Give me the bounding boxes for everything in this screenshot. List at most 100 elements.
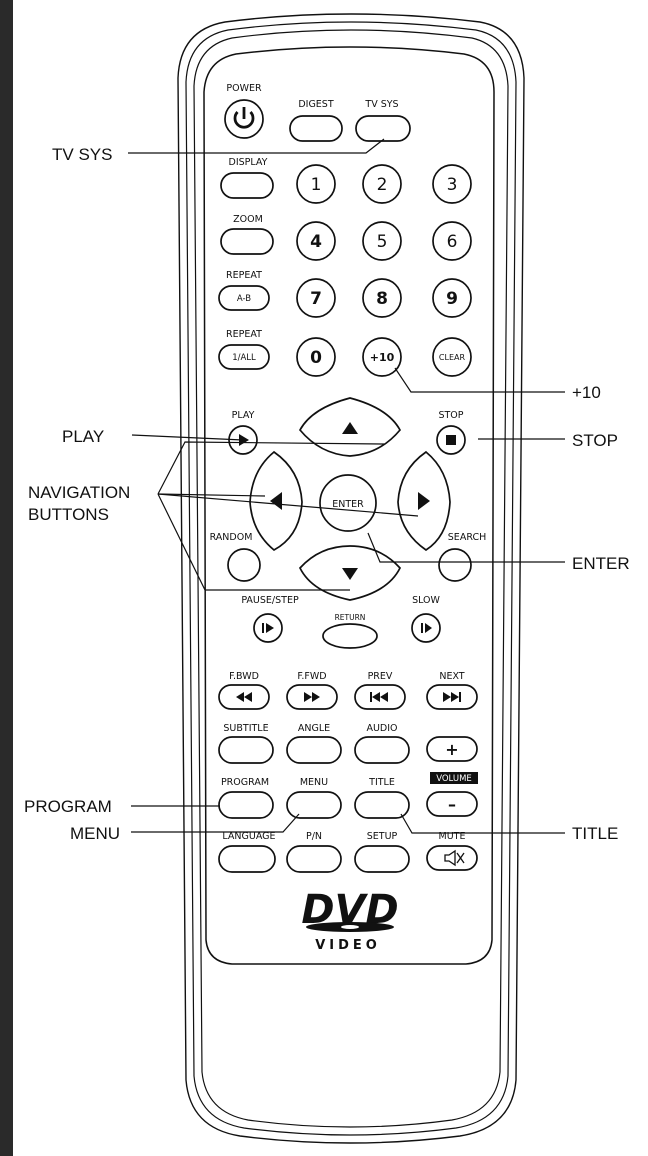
menu-label: MENU: [300, 777, 328, 788]
audio-label: AUDIO: [366, 723, 397, 734]
callout-navigation-line2: BUTTONS: [28, 505, 109, 524]
callout-enter: ENTER: [572, 554, 630, 573]
repeat-ab-button-text: A-B: [237, 294, 251, 304]
angle-label: ANGLE: [298, 723, 330, 734]
enter-label: ENTER: [332, 499, 364, 510]
callout-title: TITLE: [572, 824, 618, 843]
slow-label: SLOW: [412, 595, 440, 606]
prev-label: PREV: [368, 671, 393, 682]
return-button[interactable]: [322, 623, 378, 649]
mute-speaker-icon: [444, 849, 465, 867]
digest-button[interactable]: [289, 115, 343, 142]
callout-play: PLAY: [62, 427, 104, 446]
fbwd-label: F.BWD: [229, 671, 259, 682]
setup-button[interactable]: [354, 845, 410, 873]
title-label: TITLE: [368, 777, 395, 788]
zoom-button[interactable]: [220, 228, 274, 255]
number-8-button[interactable]: [362, 278, 402, 318]
number-2-button[interactable]: [362, 164, 402, 204]
power-label: POWER: [226, 83, 262, 94]
display-button[interactable]: [220, 172, 274, 199]
callout-tvsys: TV SYS: [52, 145, 112, 164]
tvsys-label: TV SYS: [364, 99, 398, 110]
volume-plus-symbol: +: [445, 740, 458, 759]
callout-navigation-line1: NAVIGATION: [28, 483, 130, 502]
arrow-up-icon: [342, 422, 358, 434]
number-9-button[interactable]: [432, 278, 472, 318]
clear-button[interactable]: [432, 337, 472, 377]
number-8-label: 8: [376, 289, 388, 309]
slow-icon: [421, 623, 432, 633]
language-button[interactable]: [218, 845, 276, 873]
volume-label: VOLUME: [436, 774, 472, 784]
repeat-all-button-text: 1/ALL: [232, 353, 256, 363]
volume-down-button[interactable]: [426, 791, 478, 817]
random-label: RANDOM: [210, 532, 253, 543]
pause-step-icon: [262, 623, 274, 633]
pn-button[interactable]: [286, 845, 342, 873]
callout-plus10: +10: [572, 383, 601, 402]
digest-label: DIGEST: [298, 99, 334, 110]
number-0-button[interactable]: [296, 337, 336, 377]
arrow-right-icon: [418, 492, 430, 510]
enter-button[interactable]: [319, 474, 377, 532]
callout-stop: STOP: [572, 431, 618, 450]
random-button[interactable]: [227, 548, 261, 582]
number-6-button[interactable]: [432, 221, 472, 261]
number-1-button[interactable]: [296, 164, 336, 204]
audio-button[interactable]: [354, 736, 410, 764]
fast-backward-icon: [236, 692, 252, 702]
pause-step-label: PAUSE/STEP: [241, 595, 299, 606]
callout-program: PROGRAM: [24, 797, 112, 816]
menu-button[interactable]: [286, 791, 342, 819]
number-3-button[interactable]: [432, 164, 472, 204]
setup-label: SETUP: [367, 831, 398, 842]
number-0-label: 0: [310, 348, 322, 368]
volume-up-button[interactable]: [426, 736, 478, 762]
search-button[interactable]: [438, 548, 472, 582]
repeat-ab-label: REPEAT: [226, 270, 262, 281]
arrow-down-icon: [342, 568, 358, 580]
remote-body: [177, 13, 525, 1144]
ffwd-label: F.FWD: [297, 671, 326, 682]
angle-button[interactable]: [286, 736, 342, 764]
tvsys-button[interactable]: [355, 115, 411, 142]
number-4-button[interactable]: [296, 221, 336, 261]
stop-label: STOP: [438, 410, 463, 421]
number-2-label: 2: [377, 175, 388, 195]
dvd-video-logo: DVD VIDEO: [301, 887, 398, 953]
left-edge-bar: [0, 0, 13, 1156]
fast-forward-icon: [304, 692, 320, 702]
mute-button[interactable]: [426, 845, 478, 871]
stop-icon: [446, 435, 456, 445]
number-6-label: 6: [447, 232, 458, 252]
number-4-label: 4: [310, 232, 322, 252]
clear-label: CLEAR: [439, 353, 466, 362]
plus10-label: +10: [370, 351, 395, 364]
number-7-button[interactable]: [296, 278, 336, 318]
title-button[interactable]: [354, 791, 410, 819]
plus10-button[interactable]: [362, 337, 402, 377]
number-5-button[interactable]: [362, 221, 402, 261]
display-label: DISPLAY: [229, 157, 268, 168]
arrow-left-icon: [270, 492, 282, 510]
volume-minus-symbol: –: [448, 795, 456, 814]
callout-menu: MENU: [70, 824, 120, 843]
number-7-label: 7: [310, 289, 322, 309]
previous-icon: [370, 692, 388, 702]
next-label: NEXT: [439, 671, 464, 682]
subtitle-button[interactable]: [218, 736, 274, 764]
number-1-label: 1: [311, 175, 322, 195]
pn-label: P/N: [306, 831, 322, 842]
callout-lines: [128, 138, 565, 834]
zoom-label: ZOOM: [233, 214, 263, 225]
program-button[interactable]: [218, 791, 274, 819]
return-label: RETURN: [335, 613, 366, 622]
play-label: PLAY: [232, 410, 255, 421]
search-label: SEARCH: [448, 532, 486, 543]
repeat-all-label: REPEAT: [226, 329, 262, 340]
repeat-all-button[interactable]: [218, 344, 270, 370]
number-3-label: 3: [447, 175, 458, 195]
repeat-ab-button[interactable]: [218, 285, 270, 311]
